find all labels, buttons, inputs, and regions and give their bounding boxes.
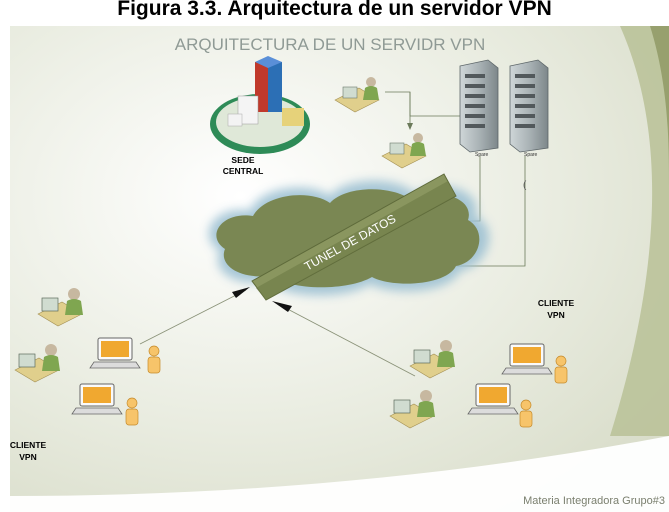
client-workstation-3-icon bbox=[409, 340, 455, 379]
client-left-label-line1: CLIENTE bbox=[10, 440, 47, 450]
diagram-canvas: ARQUITECTURA DE UN SERVIDR VPN SEDE CENT… bbox=[10, 26, 669, 512]
server-1-icon bbox=[459, 59, 499, 153]
figure-caption: Figura 3.3. Arquitectura de un servidor … bbox=[0, 0, 669, 26]
client-user-1-icon bbox=[147, 345, 161, 374]
diagram-title: ARQUITECTURA DE UN SERVIDR VPN bbox=[175, 35, 485, 54]
client-arrowheads bbox=[232, 287, 292, 312]
client-left-label-line2: VPN bbox=[19, 452, 36, 462]
client-user-4-icon bbox=[519, 399, 533, 428]
right-band-dark bbox=[650, 26, 669, 186]
bottom-swoosh bbox=[10, 436, 669, 512]
server-2-icon bbox=[509, 59, 549, 153]
diagram-svg: ARQUITECTURA DE UN SERVIDR VPN SEDE CENT… bbox=[10, 26, 669, 512]
footer-text: Materia Integradora Grupo#3 bbox=[523, 495, 665, 507]
hq-label-line1: SEDE bbox=[231, 155, 254, 165]
hq-label-line2: CENTRAL bbox=[223, 166, 264, 176]
client-user-2-icon bbox=[125, 397, 139, 426]
client-workstation-4-icon bbox=[389, 390, 435, 429]
server-2-cable-mark: ( bbox=[523, 180, 527, 191]
client-laptop-3-icon bbox=[501, 343, 553, 375]
client-user-3-icon bbox=[554, 355, 568, 384]
client-right-label-line1: CLIENTE bbox=[538, 298, 575, 308]
right-band bbox=[610, 26, 669, 436]
server-1-label: Spare bbox=[475, 152, 489, 158]
hq-workstation-1-icon bbox=[334, 77, 380, 113]
headquarters-icon bbox=[210, 56, 310, 154]
client-connection-lines bbox=[139, 289, 416, 377]
hq-workstation-2-icon bbox=[381, 133, 427, 169]
client-laptop-1-icon bbox=[89, 337, 141, 369]
server-2-label: Spare bbox=[524, 152, 538, 158]
client-workstation-2-icon bbox=[14, 344, 60, 383]
client-right-label-line2: VPN bbox=[547, 310, 564, 320]
figure-caption-text: Figura 3.3. Arquitectura de un servidor … bbox=[117, 0, 552, 20]
client-laptop-2-icon bbox=[71, 383, 123, 415]
client-laptop-4-icon bbox=[467, 383, 519, 415]
client-workstation-1-icon bbox=[37, 288, 83, 327]
